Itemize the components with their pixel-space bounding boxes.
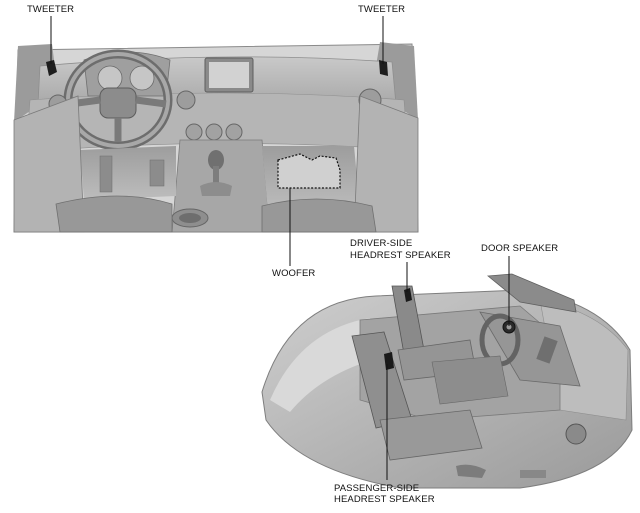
driver-headrest-speaker-icon (404, 288, 412, 302)
tweeter-right-icon (379, 60, 388, 76)
door-speaker-label: DOOR SPEAKER (481, 243, 559, 254)
passenger-headrest-label-line2: HEADREST SPEAKER (334, 494, 435, 505)
tweeter-right-label: TWEETER (358, 4, 406, 15)
seat-right (261, 198, 377, 233)
tweeter-left-label: TWEETER (27, 4, 75, 15)
driver-headrest-label-line2: HEADREST SPEAKER (350, 250, 451, 261)
windshield (486, 273, 577, 313)
door-right (353, 95, 419, 233)
woofer-outline (277, 153, 341, 189)
driver-headrest-label-line1: DRIVER-SIDE (350, 238, 413, 249)
tweeter-left-icon (46, 60, 57, 76)
passenger-headrest-label-line1: PASSENGER-SIDE (334, 483, 420, 494)
vent-center (176, 90, 196, 110)
dashboard-illustration (13, 42, 419, 233)
seat-left (55, 195, 173, 233)
woofer-label: WOOFER (272, 268, 316, 279)
open-top-car-illustration (261, 273, 633, 489)
